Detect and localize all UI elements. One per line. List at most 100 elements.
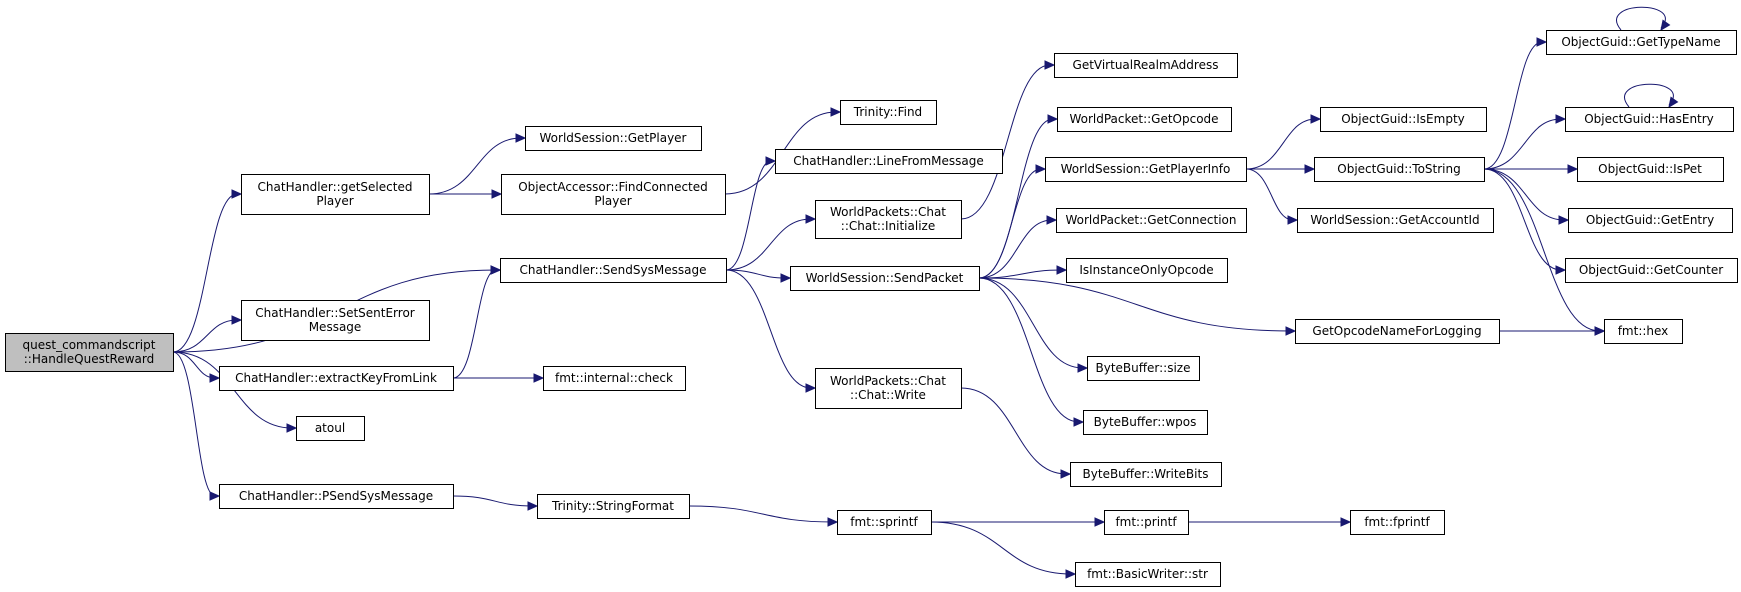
edge-getSelectedPlayer-to-getPlayer xyxy=(428,133,527,195)
edge-sendPacket-to-bbWpos xyxy=(978,277,1085,427)
node-getCounter[interactable]: ObjectGuid::GetCounter xyxy=(1565,258,1738,283)
node-getConnection[interactable]: WorldPacket::GetConnection xyxy=(1056,208,1247,233)
node-box xyxy=(1295,319,1500,344)
node-chatInitialize[interactable]: WorldPackets::Chat::Chat::Initialize xyxy=(815,200,962,239)
edge-sendPacket-to-bbSize xyxy=(978,277,1089,373)
node-box xyxy=(1320,107,1487,132)
edge-root-to-atoul xyxy=(172,351,298,433)
edge-stringFormat-to-fmtSprintf xyxy=(688,505,839,527)
node-bbWpos[interactable]: ByteBuffer::wpos xyxy=(1083,410,1208,435)
node-box xyxy=(525,126,702,151)
node-box xyxy=(1057,107,1232,132)
node-sendPacket[interactable]: WorldSession::SendPacket xyxy=(790,266,980,291)
edge-getTypeName-to-getTypeName xyxy=(1616,6,1671,32)
node-label: IsInstanceOnlyOpcode xyxy=(1079,263,1213,277)
node-getEntry[interactable]: ObjectGuid::GetEntry xyxy=(1568,208,1733,233)
node-label: ChatHandler::LineFromMessage xyxy=(793,154,984,168)
node-toString[interactable]: ObjectGuid::ToString xyxy=(1314,157,1485,182)
node-box xyxy=(1297,208,1494,233)
node-label: Player xyxy=(594,194,631,208)
node-label: ByteBuffer::wpos xyxy=(1094,415,1197,429)
node-getPlayer[interactable]: WorldSession::GetPlayer xyxy=(525,126,702,151)
edge-fmtSprintf-to-basicWriterStr xyxy=(930,521,1077,579)
node-fmtFprintf[interactable]: fmt::fprintf xyxy=(1350,510,1445,535)
edge-root-to-extractKey xyxy=(172,351,221,383)
node-box xyxy=(219,366,454,391)
node-fmtSprintf[interactable]: fmt::sprintf xyxy=(837,510,932,535)
node-fmtPrintf[interactable]: fmt::printf xyxy=(1104,510,1189,535)
node-sendSysMessage[interactable]: ChatHandler::SendSysMessage xyxy=(500,258,727,283)
node-label: ChatHandler::SendSysMessage xyxy=(520,263,707,277)
node-box xyxy=(1104,510,1189,535)
node-lineFromMessage[interactable]: ChatHandler::LineFromMessage xyxy=(775,149,1003,174)
node-label: WorldPackets::Chat xyxy=(830,205,946,219)
node-getVirtualRealm[interactable]: GetVirtualRealmAddress xyxy=(1054,53,1238,78)
node-label: WorldPacket::GetOpcode xyxy=(1069,112,1218,126)
edge-chatInitialize-to-getVirtualRealm xyxy=(960,60,1056,220)
node-label: ObjectGuid::IsEmpty xyxy=(1341,112,1465,126)
node-stringFormat[interactable]: Trinity::StringFormat xyxy=(537,494,690,519)
node-pSendSys[interactable]: ChatHandler::PSendSysMessage xyxy=(219,484,454,509)
node-trinityFind[interactable]: Trinity::Find xyxy=(840,100,937,125)
node-label: ObjectGuid::GetTypeName xyxy=(1561,35,1720,49)
node-box xyxy=(815,368,962,409)
node-box xyxy=(219,484,454,509)
node-getPlayerInfo[interactable]: WorldSession::GetPlayerInfo xyxy=(1045,157,1247,182)
edge-pSendSys-to-stringFormat xyxy=(452,495,539,511)
node-box xyxy=(500,258,727,283)
node-label: fmt::sprintf xyxy=(850,515,918,529)
node-label: ObjectGuid::GetCounter xyxy=(1579,263,1723,277)
node-label: ChatHandler::extractKeyFromLink xyxy=(235,371,437,385)
node-isInstanceOnly[interactable]: IsInstanceOnlyOpcode xyxy=(1066,258,1228,283)
edge-fmtSprintf-to-fmtPrintf xyxy=(931,517,1106,527)
node-bbWriteBits[interactable]: ByteBuffer::WriteBits xyxy=(1070,462,1222,487)
node-box xyxy=(1056,208,1247,233)
node-getAccountId[interactable]: WorldSession::GetAccountId xyxy=(1297,208,1494,233)
node-box xyxy=(1604,319,1683,344)
node-label: WorldPacket::GetConnection xyxy=(1065,213,1236,227)
node-fmtCheck[interactable]: fmt::internal::check xyxy=(543,366,686,391)
node-label: Trinity::Find xyxy=(853,105,922,119)
node-label: WorldPackets::Chat xyxy=(830,374,946,388)
node-label: ObjectGuid::HasEntry xyxy=(1584,112,1714,126)
node-label: ::Chat::Initialize xyxy=(841,219,935,233)
node-label: Message xyxy=(309,320,362,334)
edge-root-to-pSendSys xyxy=(172,351,221,501)
node-label: WorldSession::GetAccountId xyxy=(1310,213,1479,227)
node-isEmpty[interactable]: ObjectGuid::IsEmpty xyxy=(1320,107,1487,132)
node-box xyxy=(1565,258,1738,283)
node-label: ObjectGuid::ToString xyxy=(1337,162,1460,176)
node-chatWrite[interactable]: WorldPackets::Chat::Chat::Write xyxy=(815,368,962,409)
node-box xyxy=(241,300,430,341)
edge-sendPacket-to-getPlayerInfo xyxy=(978,164,1047,279)
node-label: Player xyxy=(316,194,353,208)
node-getTypeName[interactable]: ObjectGuid::GetTypeName xyxy=(1546,30,1737,55)
node-getOpcode[interactable]: WorldPacket::GetOpcode xyxy=(1057,107,1232,132)
edge-sendSysMessage-to-chatWrite xyxy=(725,269,817,393)
node-getOpcodeName[interactable]: GetOpcodeNameForLogging xyxy=(1295,319,1500,344)
node-box xyxy=(1054,53,1238,78)
edge-sendSysMessage-to-lineFromMessage xyxy=(725,156,777,271)
edge-toString-to-getCounter xyxy=(1483,168,1567,275)
node-label: ObjectGuid::GetEntry xyxy=(1586,213,1714,227)
node-extractKey[interactable]: ChatHandler::extractKeyFromLink xyxy=(219,366,454,391)
node-box xyxy=(1070,462,1222,487)
node-basicWriterStr[interactable]: fmt::BasicWriter::str xyxy=(1075,562,1221,587)
node-atoul[interactable]: atoul xyxy=(296,416,365,441)
edge-sendPacket-to-getConnection xyxy=(978,215,1058,279)
node-hasEntry[interactable]: ObjectGuid::HasEntry xyxy=(1565,107,1734,132)
node-fmtHex[interactable]: fmt::hex xyxy=(1604,319,1683,344)
edge-sendPacket-to-isInstanceOnly xyxy=(978,265,1068,279)
node-box xyxy=(241,174,430,215)
node-box xyxy=(296,416,365,441)
edge-getPlayerInfo-to-isEmpty xyxy=(1245,114,1322,170)
node-box xyxy=(1314,157,1485,182)
node-isPet[interactable]: ObjectGuid::IsPet xyxy=(1577,157,1724,182)
node-box xyxy=(5,333,174,372)
node-root[interactable]: quest_commandscript::HandleQuestReward xyxy=(5,333,174,372)
node-bbSize[interactable]: ByteBuffer::size xyxy=(1087,356,1200,381)
